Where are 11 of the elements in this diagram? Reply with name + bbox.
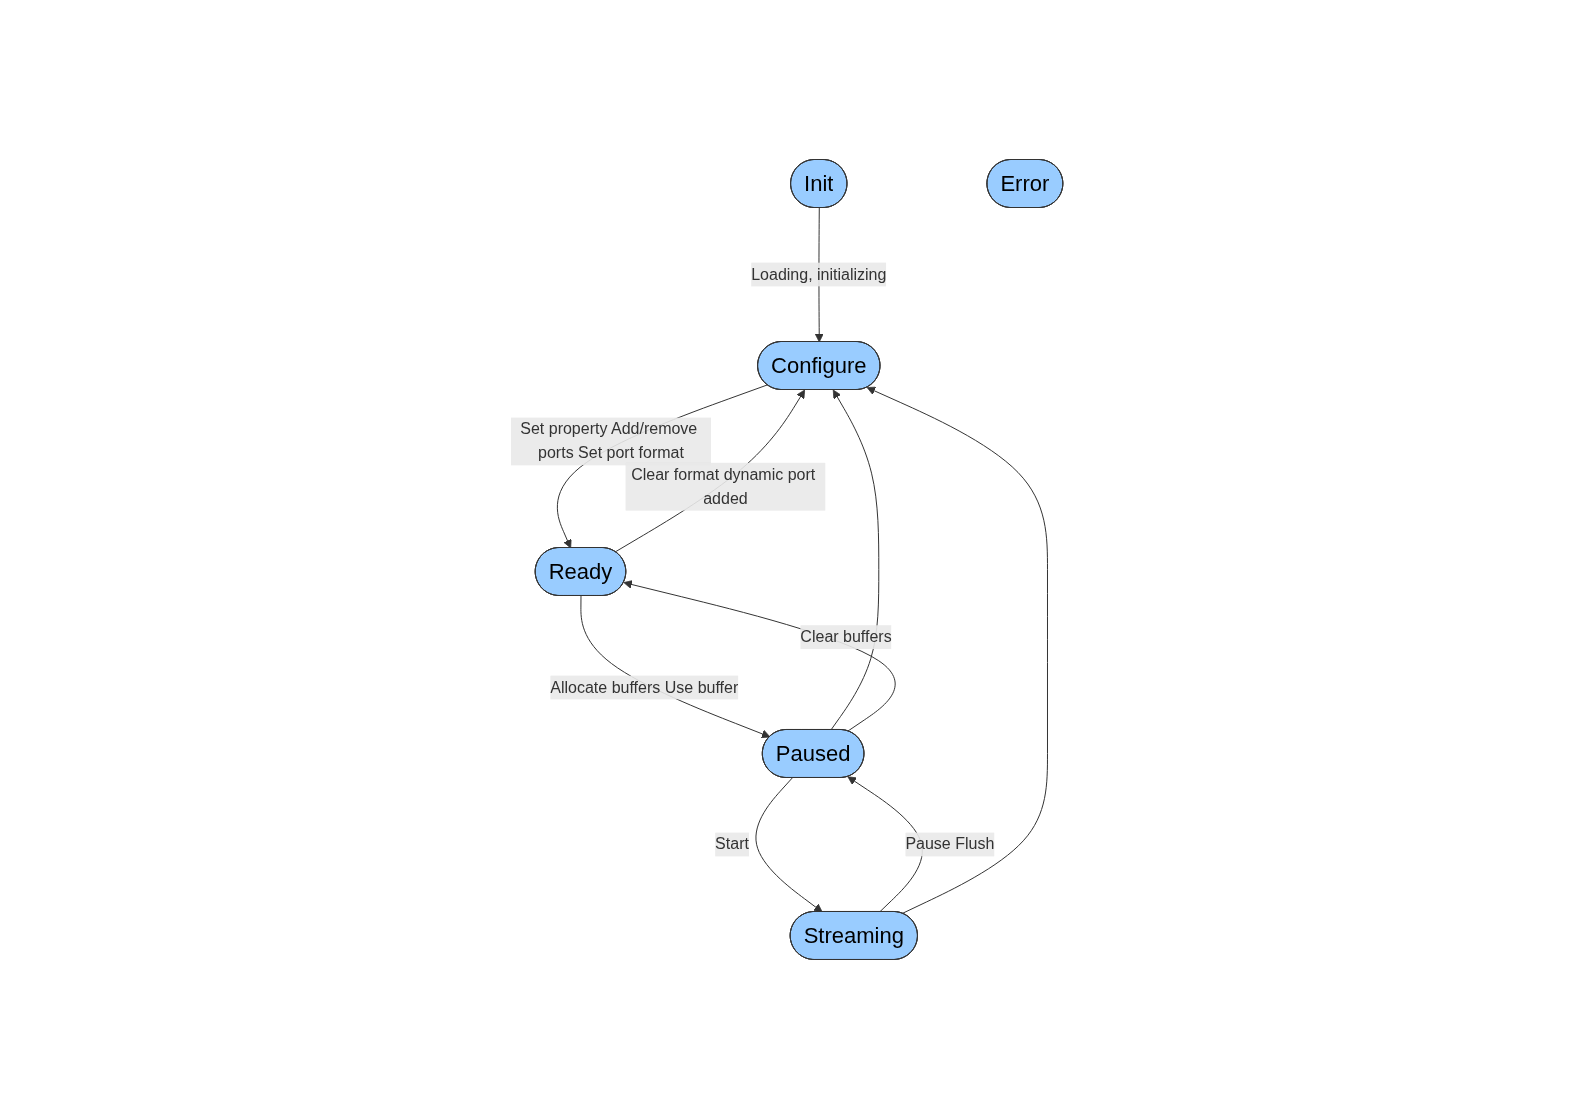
edge-label: Allocate buffers Use buffer (549, 678, 738, 696)
edge-label: Start (714, 835, 749, 853)
arrow (866, 386, 1048, 914)
edge-label: Clear buffers (799, 628, 892, 646)
edge-label: Pause Flush (904, 835, 994, 853)
edge-label: Set property Add/remove ports Set port format (519, 420, 697, 462)
arrow (755, 777, 823, 913)
arrow (623, 580, 896, 732)
arrow (830, 389, 879, 731)
edge-label: Clear format dynamic port added (630, 465, 815, 507)
edge-label: Loading, initializing (750, 265, 886, 283)
